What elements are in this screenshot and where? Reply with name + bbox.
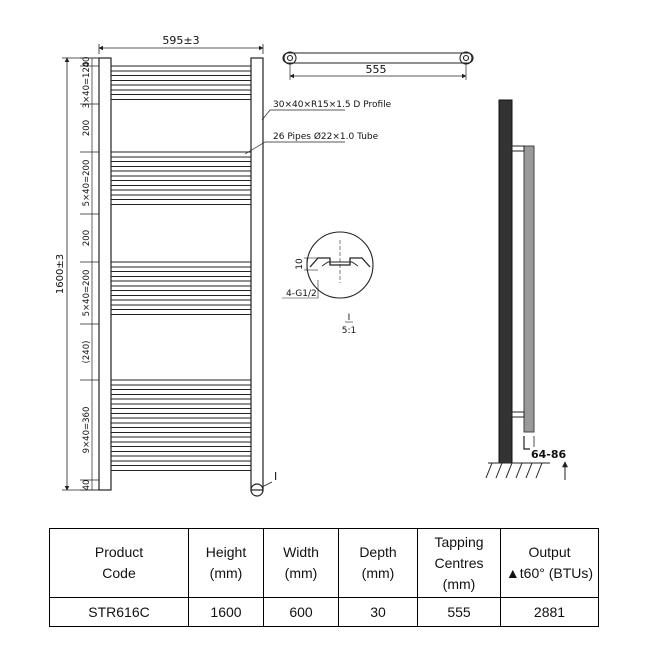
header-height: Height(mm) [188,528,264,598]
section-dimension-label: 5×40=200 [82,270,92,317]
left-rail [98,57,112,491]
detail-height-label: 10 [295,258,305,270]
tapping-centres-label: 555 [366,63,387,76]
detail-marker-label: I [348,313,351,323]
overall-width-label: 595±3 [162,34,199,47]
cell-depth: 30 [338,597,418,627]
section-dimension-label: 3×40=120 [82,62,92,109]
valve-marker-label: I [274,470,277,483]
right-rail [250,57,264,491]
table-row: STR616C 1600 600 30 555 2881 [49,597,599,627]
cell-tapping-centres: 555 [417,597,501,627]
bar-tube [110,436,252,443]
header-width: Width(mm) [263,528,339,598]
bar-tube [110,417,252,424]
profile-note: 30×40×R15×1.5 D Profile [273,100,392,110]
bar-group [110,65,252,471]
bar-tube [110,290,252,296]
section-dimension-label: 5×40=200 [82,160,92,207]
pipes-note: 26 Pipes Ø22×1.0 Tube [273,131,379,142]
bar-tube [110,465,252,471]
header-output: Output▲t60° (BTUs) [500,528,599,598]
detail-view [282,231,374,323]
valve-circle [250,483,264,497]
bar-tube [110,84,252,91]
front-view [98,57,264,497]
bar-tube [110,94,252,100]
radiator-side-panel [523,145,535,433]
cell-product-code: STR616C [49,597,189,627]
top-view [282,51,474,80]
section-dimensions: 403×40=1202005×40=2002005×40=200(240)9×4… [80,57,99,491]
bar-tube [110,261,252,268]
section-dimension-label: 40 [82,480,92,491]
bar-tube [110,408,252,414]
overall-height-label: 1600±3 [55,254,66,294]
section-dimension-label: 9×40=360 [82,407,92,454]
section-dimension-label: 40 [82,57,92,68]
side-view [485,99,568,480]
cell-width: 600 [263,597,339,627]
section-dimension-label: 200 [82,120,92,136]
detail-thread-label: 4-G1/2 [286,289,317,299]
height-dimension [62,57,99,491]
cell-output: 2881 [500,597,599,627]
wall-offset-label: 64-86 [531,448,567,461]
detail-scale-label: 5:1 [342,326,356,336]
section-dimension-label: (240) [82,341,92,364]
bar-tube [110,280,252,287]
technical-drawing: 595±3 1600±3 403×40=1202005×40=2002005×4… [55,34,568,497]
header-depth: Depth(mm) [338,528,418,598]
section-dimension-label: 200 [82,230,92,246]
valve-marker-leader [261,481,273,488]
bar-tube [110,151,252,158]
bar-tube [110,189,252,196]
bar-tube [110,379,252,386]
bar-tube [110,309,252,315]
bar-tube [110,170,252,177]
bar-tube [110,161,252,167]
bar-tube [110,271,252,277]
bar-tube [110,65,252,72]
bar-tube [110,299,252,306]
cell-height: 1600 [188,597,264,627]
note-leaders [244,109,345,155]
width-dimension [98,44,264,54]
bar-tube [110,427,252,433]
bar-tube [110,389,252,395]
bar-tube [110,446,252,452]
bar-tube [110,180,252,186]
bar-tube [110,75,252,81]
bar-tube [110,398,252,405]
bar-tube [110,455,252,462]
bar-tube [110,199,252,205]
wall [498,99,513,464]
